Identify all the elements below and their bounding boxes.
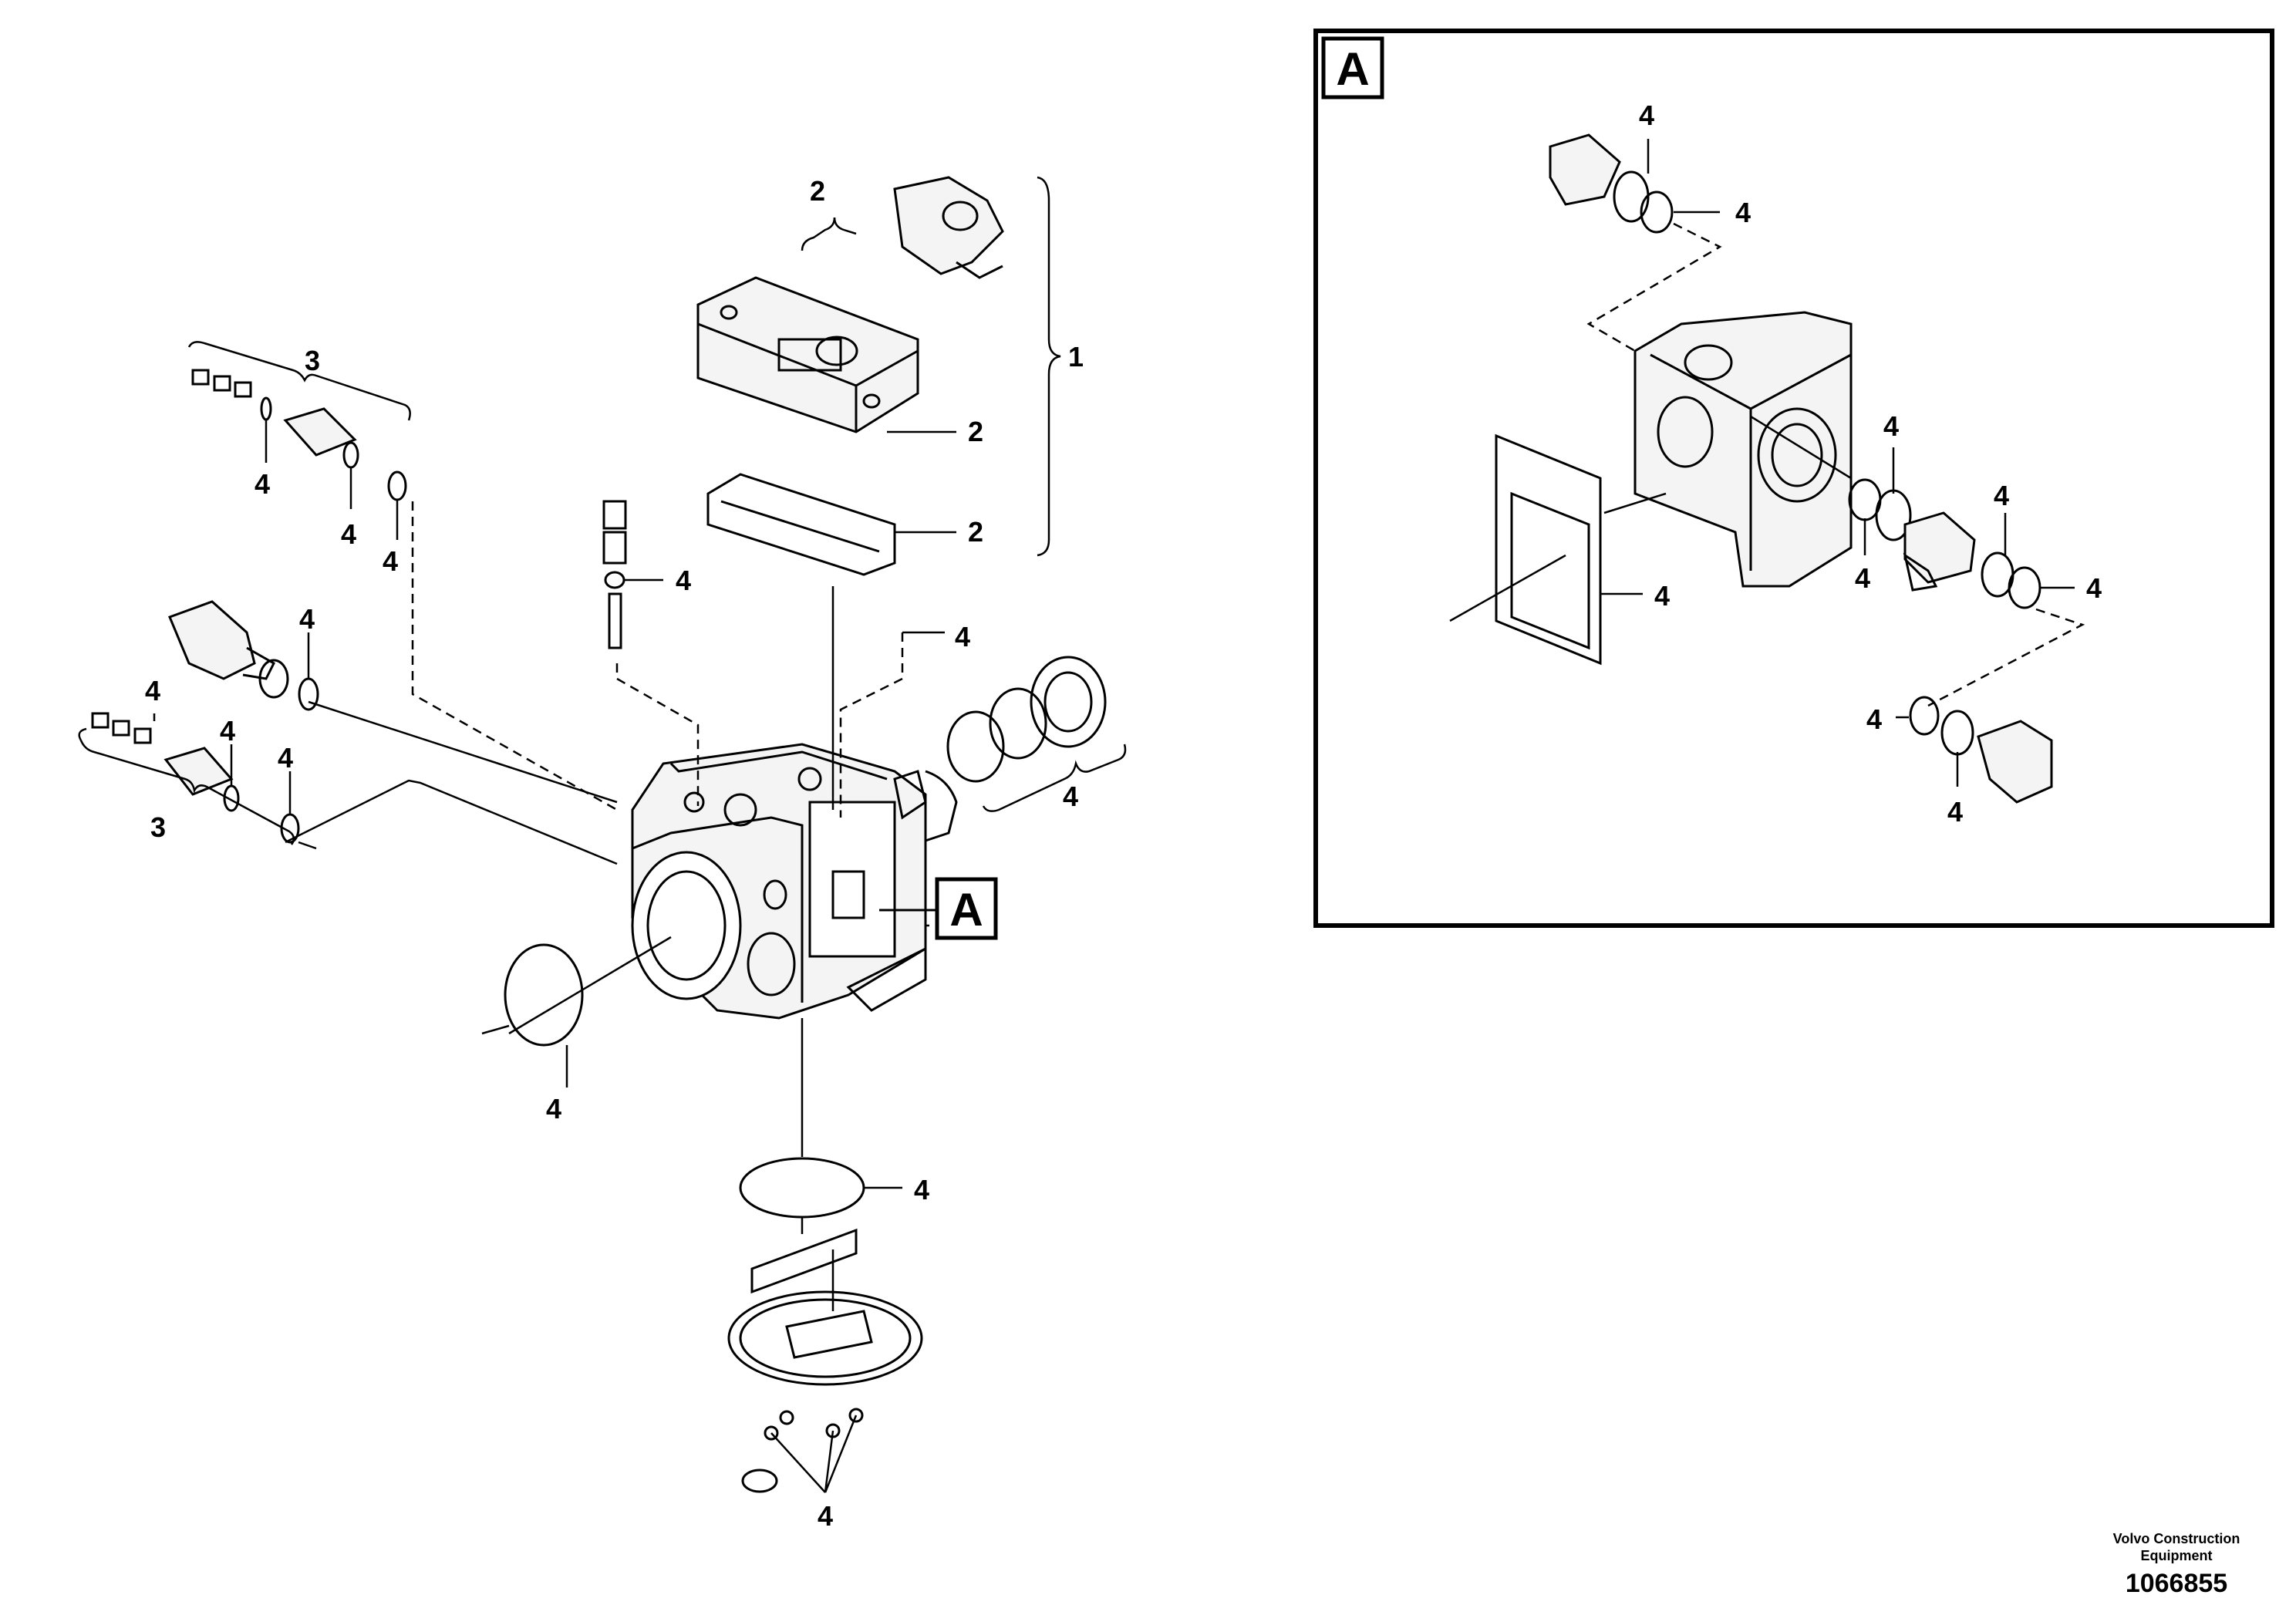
detail-a-frame xyxy=(1313,29,2274,928)
callout-4: 4 xyxy=(1639,99,1654,131)
shaft-seal-group xyxy=(946,656,1107,783)
callout-4: 4 xyxy=(1994,480,2009,511)
pump-housing xyxy=(631,743,958,1020)
callout-4: 4 xyxy=(1063,781,1078,812)
callout-4: 4 xyxy=(341,518,356,550)
callout-leaders xyxy=(78,176,1127,1493)
detail-a-cartridge-top xyxy=(1549,133,1674,234)
callout-2-top: 2 xyxy=(810,175,825,207)
callout-3-lower: 3 xyxy=(150,811,166,843)
detail-a-label-box xyxy=(1321,36,1384,99)
callout-4: 4 xyxy=(1866,703,1882,735)
leader-lines xyxy=(285,501,929,1311)
callout-3-upper: 3 xyxy=(305,345,320,376)
callout-4: 4 xyxy=(2086,572,2102,604)
drawing-number: 1066855 xyxy=(2125,1569,2228,1598)
relief-valve-upper xyxy=(191,369,407,501)
callout-4: 4 xyxy=(818,1500,833,1532)
detail-a-box-label: A xyxy=(1336,43,1369,95)
callout-4: 4 xyxy=(1947,796,1963,828)
callout-4: 4 xyxy=(1883,410,1899,442)
brand-name: Volvo Construction Equipment xyxy=(2112,1531,2240,1563)
regulator-block xyxy=(696,276,919,433)
callout-4: 4 xyxy=(145,675,160,706)
detail-a-leaders xyxy=(1449,139,2085,787)
callout-4: 4 xyxy=(255,468,270,500)
detail-a-marker xyxy=(879,877,998,940)
detail-a-gasket xyxy=(1495,433,1602,666)
callout-4: 4 xyxy=(1855,562,1870,594)
o-ring-bottom xyxy=(739,1157,865,1219)
control-valve-cartridge xyxy=(168,600,319,711)
callout-2-right: 2 xyxy=(968,416,983,447)
adjuster-plug xyxy=(602,500,627,649)
callout-4: 4 xyxy=(299,603,315,635)
callout-4: 4 xyxy=(546,1093,561,1125)
bottom-plugs xyxy=(741,1408,864,1493)
callout-4: 4 xyxy=(914,1174,929,1206)
footer-brand: Volvo Construction Equipment 1066855 xyxy=(2088,1530,2265,1599)
solenoid-valve xyxy=(893,176,1004,279)
callout-1: 1 xyxy=(1068,341,1084,373)
relief-valve-lower xyxy=(91,712,300,844)
callout-4: 4 xyxy=(1654,580,1670,612)
detail-a-marker-label: A xyxy=(949,884,983,936)
callout-4: 4 xyxy=(676,565,691,596)
detail-a-cartridge-bottom xyxy=(1909,696,2053,804)
callout-4: 4 xyxy=(383,545,398,577)
callout-4: 4 xyxy=(1735,197,1751,228)
callout-4: 4 xyxy=(220,715,235,747)
o-ring-front xyxy=(504,943,584,1047)
detail-a-cartridge-right xyxy=(1848,478,2041,609)
callout-4: 4 xyxy=(955,621,970,653)
regulator-gasket xyxy=(706,473,896,576)
callout-4: 4 xyxy=(278,742,293,774)
detail-a-housing xyxy=(1633,311,1853,588)
bottom-swash-plate xyxy=(727,1228,923,1386)
callout-2-gasket: 2 xyxy=(968,516,983,548)
